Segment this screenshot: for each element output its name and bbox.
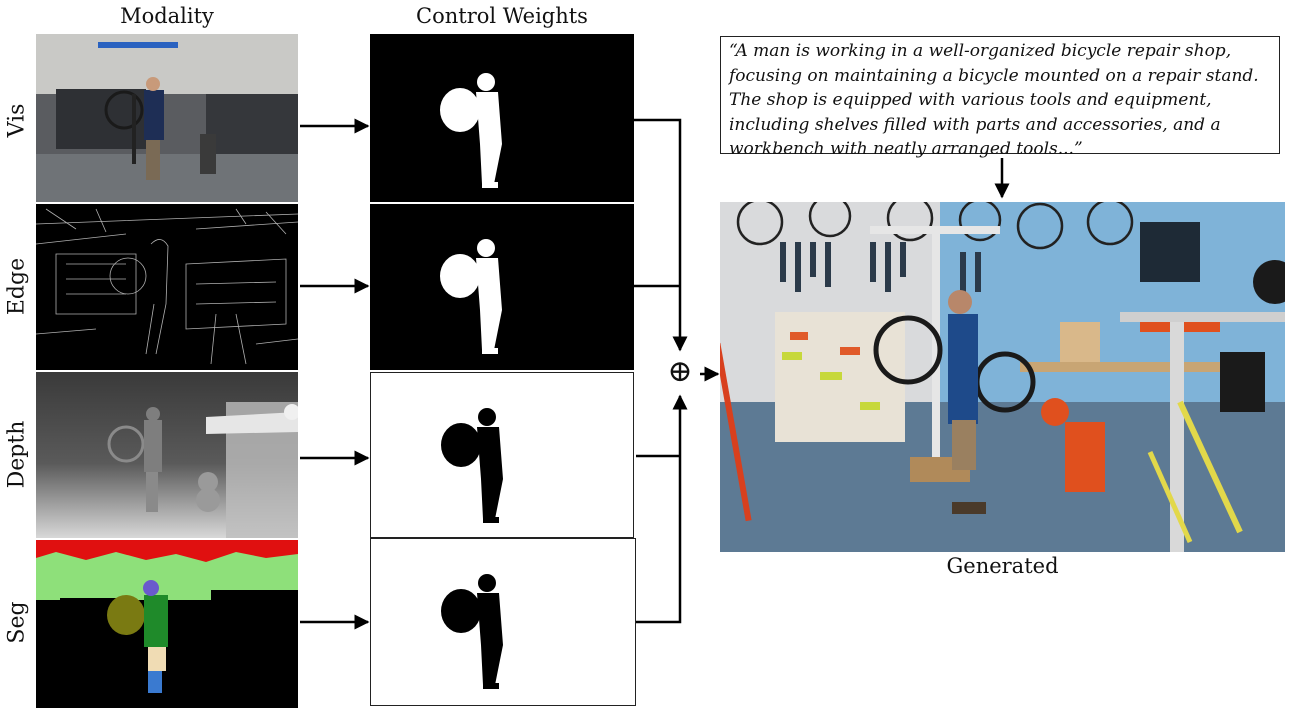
sum-operator-icon: ⊕ xyxy=(667,354,693,389)
vis-image xyxy=(36,34,298,202)
row-label-depth: Depth xyxy=(4,420,30,489)
weight-mask-edge xyxy=(370,204,634,370)
connector-top xyxy=(634,118,688,352)
row-label-edge: Edge xyxy=(4,257,30,316)
depth-image xyxy=(36,372,298,538)
row-label-vis: Vis xyxy=(4,103,30,138)
generated-image xyxy=(720,202,1285,552)
weight-mask-vis xyxy=(370,34,634,202)
generated-label: Generated xyxy=(946,554,1059,578)
weight-mask-seg xyxy=(370,538,636,706)
row-label-seg: Seg xyxy=(4,601,30,644)
control-weights-header: Control Weights xyxy=(416,4,588,28)
seg-image xyxy=(36,540,298,708)
weight-mask-depth xyxy=(370,372,634,538)
edge-image xyxy=(36,204,298,370)
prompt-caption: “A man is working in a well-organized bi… xyxy=(720,36,1280,159)
connector-bottom xyxy=(636,394,688,624)
modality-header: Modality xyxy=(120,4,214,28)
